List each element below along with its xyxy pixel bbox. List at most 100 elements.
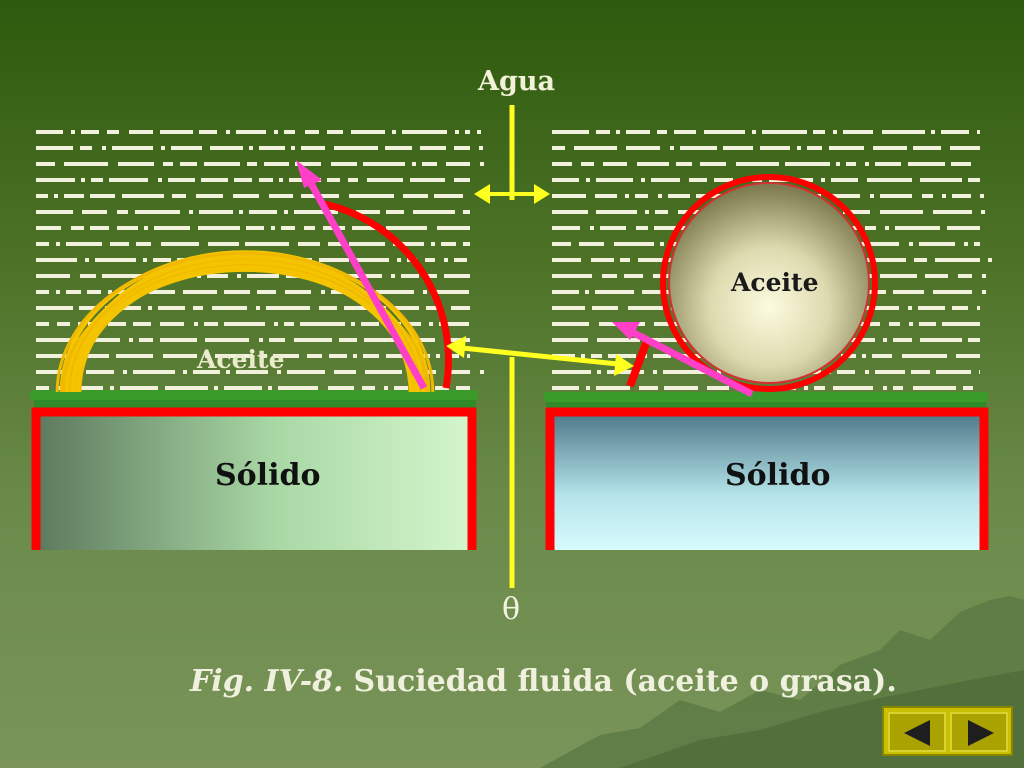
water-dash: [57, 322, 70, 326]
water-dash: [676, 162, 692, 166]
water-dash: [980, 194, 984, 198]
water-dash: [36, 242, 49, 246]
water-dash: [136, 242, 151, 246]
water-dash: [600, 226, 626, 230]
water-dash: [364, 338, 408, 342]
oil-scribble: [55, 251, 435, 393]
water-dash: [365, 370, 402, 374]
water-dash: [846, 162, 856, 166]
water-dash: [620, 258, 630, 262]
water-dash: [607, 370, 644, 374]
water-dash: [425, 274, 437, 278]
water-dash: [958, 274, 972, 278]
water-dash: [199, 210, 233, 214]
water-dash: [80, 146, 92, 150]
water-dash: [642, 290, 673, 294]
water-dash: [247, 274, 279, 278]
water-dash: [36, 274, 70, 278]
water-dash: [933, 210, 972, 214]
water-dash: [446, 162, 470, 166]
water-dash: [143, 258, 147, 262]
water-dash: [865, 226, 876, 230]
water-dash: [212, 306, 247, 310]
water-dash: [36, 194, 48, 198]
water-dash: [214, 386, 218, 390]
water-dash: [193, 306, 203, 310]
water-dash: [963, 386, 973, 390]
oil-label-left: Aceite: [197, 345, 285, 374]
water-dash: [875, 370, 905, 374]
water-dash: [913, 146, 941, 150]
water-dash: [445, 338, 470, 342]
oil-scribble: [66, 255, 424, 393]
water-dash: [581, 162, 594, 166]
water-dash: [284, 322, 294, 326]
water-dash: [224, 386, 262, 390]
water-dash: [635, 194, 648, 198]
water-dash: [425, 258, 435, 262]
water-dash: [110, 386, 114, 390]
water-dash: [205, 338, 249, 342]
solid-block-right: [544, 392, 989, 550]
water-dash: [437, 226, 470, 230]
water-dash: [552, 370, 591, 374]
water-dash: [951, 162, 971, 166]
water-dash: [348, 178, 358, 182]
water-dash: [215, 354, 253, 358]
water-dash: [237, 274, 241, 278]
water-dash: [54, 194, 58, 198]
water-dash: [429, 322, 433, 326]
water-dash: [952, 306, 968, 310]
water-dash: [933, 290, 972, 294]
water-dash: [274, 130, 278, 134]
water-dash: [829, 146, 864, 150]
water-dash: [552, 162, 572, 166]
water-dash: [880, 194, 912, 198]
water-dash: [680, 146, 717, 150]
water-dash: [941, 130, 969, 134]
water-dash: [596, 130, 610, 134]
water-dash: [902, 354, 947, 358]
oil-label-right: Aceite: [731, 268, 819, 297]
water-dash: [161, 146, 165, 150]
water-dash: [454, 258, 467, 262]
water-dash: [135, 210, 180, 214]
water-dash: [123, 370, 127, 374]
next-slide-button[interactable]: [950, 712, 1008, 752]
water-dash: [952, 194, 971, 198]
water-dash: [328, 386, 354, 390]
water-dash: [434, 194, 463, 198]
water-dash: [591, 354, 602, 358]
water-dash: [397, 258, 401, 262]
water-dash: [180, 162, 197, 166]
water-dash: [171, 146, 202, 150]
water-dash: [651, 178, 680, 182]
left-arrow-icon: [904, 720, 930, 746]
water-dash: [668, 194, 690, 198]
water-dash: [163, 162, 173, 166]
water-dash: [161, 242, 199, 246]
water-dash: [79, 354, 109, 358]
figure-caption: Fig. IV-8.Suciedad fluida (aceite o gras…: [190, 664, 897, 699]
water-dash: [736, 162, 779, 166]
water-dash: [596, 178, 633, 182]
water-dash: [305, 130, 319, 134]
water-dash: [942, 322, 980, 326]
water-dash: [797, 146, 801, 150]
water-dash: [257, 290, 276, 294]
water-dash: [81, 130, 99, 134]
water-dash: [552, 386, 579, 390]
water-dash: [102, 146, 106, 150]
water-dash: [862, 354, 866, 358]
water-dash: [392, 130, 396, 134]
water-dash: [90, 226, 109, 230]
water-dash: [431, 242, 435, 246]
solid-label-right: Sólido: [725, 458, 831, 493]
water-dash: [856, 306, 899, 310]
water-dash: [210, 146, 243, 150]
water-dash: [919, 322, 936, 326]
water-dash: [624, 274, 643, 278]
previous-slide-button[interactable]: [888, 712, 946, 752]
water-dash: [259, 146, 285, 150]
water-dash: [977, 306, 980, 310]
